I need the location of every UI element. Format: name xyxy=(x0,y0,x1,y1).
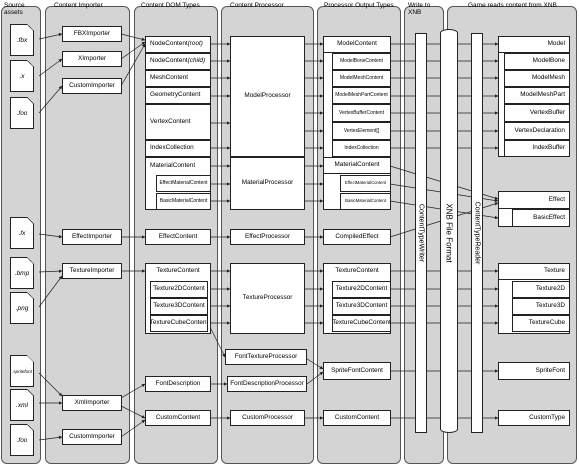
x-file-icon: .x xyxy=(10,60,34,92)
custom-importer-2: CustomImporter xyxy=(62,429,122,445)
dom-indexcollection: IndexCollection xyxy=(145,140,211,157)
game-modelmesh: ModelMesh xyxy=(504,70,570,87)
content-processor-heading: Content Processor xyxy=(230,2,284,9)
game-modelbone: ModelBone xyxy=(504,53,570,70)
xnb-file-format-pillar: XNB File Format xyxy=(440,33,458,433)
game-effect: Effect xyxy=(498,191,570,209)
game-customtype: CustomType xyxy=(498,410,570,426)
fbx-importer: FBXImporter xyxy=(62,26,122,42)
xnb-file-format-label: XNB File Format xyxy=(444,202,454,263)
custom-processor: CustomProcessor xyxy=(230,410,305,426)
out-modelmeshpartcontent: ModelMeshPartContent xyxy=(332,87,391,104)
game-reads-heading: Game reads content from XNB xyxy=(468,2,557,9)
dom-nodecontent-child: NodeContent (child) xyxy=(145,53,211,70)
x-importer: XImporter xyxy=(62,51,122,67)
content-type-writer-label: ContentTypeWriter xyxy=(417,203,425,263)
foo-file-icon: .foo xyxy=(10,97,34,129)
out-texturecubecontent: TextureCubeContent xyxy=(332,315,391,332)
write-to-xnb-heading: Write to XNB xyxy=(408,2,431,16)
fbx-file-icon: .fbx xyxy=(10,24,34,56)
out-texture2dcontent: Texture2DContent xyxy=(332,281,391,298)
dom-customcontent: CustomContent xyxy=(145,410,211,426)
game-vertexbuffer: VertexBuffer xyxy=(504,104,570,122)
game-vertexdeclaration: VertexDeclaration xyxy=(504,122,570,140)
effect-processor: EffectProcessor xyxy=(230,229,305,245)
out-materialcontent: MaterialContent xyxy=(323,157,391,174)
xml-importer: XmlImporter xyxy=(62,395,122,411)
game-texture: Texture xyxy=(498,263,570,280)
out-vertexelement: VertexElement[] xyxy=(332,122,391,140)
dom-nodecontent-root-qualifier: (root) xyxy=(187,40,203,48)
out-compiledeffect: CompiledEffect xyxy=(323,229,391,245)
dom-vertexcontent: VertexContent xyxy=(145,104,211,140)
foo-file-icon-2: .foo xyxy=(10,424,34,456)
game-texture3d: Texture3D xyxy=(512,298,570,315)
effect-importer: EffectImporter xyxy=(62,229,122,245)
material-processor: MaterialProcessor xyxy=(230,157,305,210)
dom-texture3dcontent: Texture3DContent xyxy=(150,298,208,315)
model-processor: ModelProcessor xyxy=(230,36,305,157)
xml-file-icon: .xml xyxy=(10,389,34,421)
game-basiceffect: BasicEffect xyxy=(512,209,570,227)
game-spritefont: SpriteFont xyxy=(498,362,570,380)
out-texture3dcontent: Texture3DContent xyxy=(332,298,391,315)
dom-geometrycontent: GeometryContent xyxy=(145,87,211,104)
content-importer-heading: Content Importer xyxy=(54,2,103,9)
texture-processor: TextureProcessor xyxy=(230,263,305,334)
fx-file-icon: .fx xyxy=(10,217,34,249)
png-file-icon: .png xyxy=(10,292,34,324)
dom-effectcontent: EffectContent xyxy=(145,229,211,245)
texture-importer: TextureImporter xyxy=(62,263,122,279)
dom-meshcontent: MeshContent xyxy=(145,70,211,87)
bmp-file-icon: .bmp xyxy=(10,257,34,289)
source-assets-heading: Source assets xyxy=(4,2,25,16)
out-basicmaterialcontent: BasicMaterialContent xyxy=(340,193,391,210)
spritefont-file-icon: .spritefont xyxy=(10,355,34,387)
out-customcontent: CustomContent xyxy=(323,410,391,426)
content-dom-types-heading: Content DOM Types xyxy=(141,2,200,9)
dom-texture2dcontent: Texture2DContent xyxy=(150,281,208,298)
game-model: Model xyxy=(498,36,570,53)
dom-effectmaterialcontent: EffectMaterialContent xyxy=(156,175,211,192)
content-type-reader-label: ContentTypeReader xyxy=(473,201,481,265)
dom-nodecontent-child-qualifier: (child) xyxy=(187,57,206,65)
out-indexcollection: IndexCollection xyxy=(332,140,391,157)
out-vertexbuffercontent: VertexBufferContent xyxy=(332,104,391,122)
out-modelcontent: ModelContent xyxy=(323,36,391,53)
font-texture-processor: FontTextureProcessor xyxy=(225,349,307,365)
out-spritefontcontent: SpriteFontContent xyxy=(323,362,391,380)
processor-output-types-heading: Processor Output Types xyxy=(324,2,394,9)
dom-basicmaterialcontent: BasicMaterialContent xyxy=(156,193,211,210)
out-effectmaterialcontent: EffectMaterialContent xyxy=(340,175,391,192)
game-texturecube: TextureCube xyxy=(512,315,570,332)
out-modelbonecontent: ModelBoneContent xyxy=(332,53,391,70)
dom-nodecontent-root: NodeContent (root) xyxy=(145,36,211,53)
dom-fontdescription: FontDescription xyxy=(145,376,211,392)
game-modelmeshpart: ModelMeshPart xyxy=(504,87,570,104)
custom-importer-1: CustomImporter xyxy=(62,78,122,94)
content-type-reader-pillar: ContentTypeReader xyxy=(471,33,483,433)
font-description-processor: FontDescriptionProcessor xyxy=(227,376,307,392)
content-type-writer-pillar: ContentTypeWriter xyxy=(415,33,427,433)
game-texture2d: Texture2D xyxy=(512,281,570,298)
out-modelmeshcontent: ModelMeshContent xyxy=(332,70,391,87)
dom-texturecubecontent: TextureCubeContent xyxy=(150,315,208,332)
game-indexbuffer: IndexBuffer xyxy=(504,140,570,157)
